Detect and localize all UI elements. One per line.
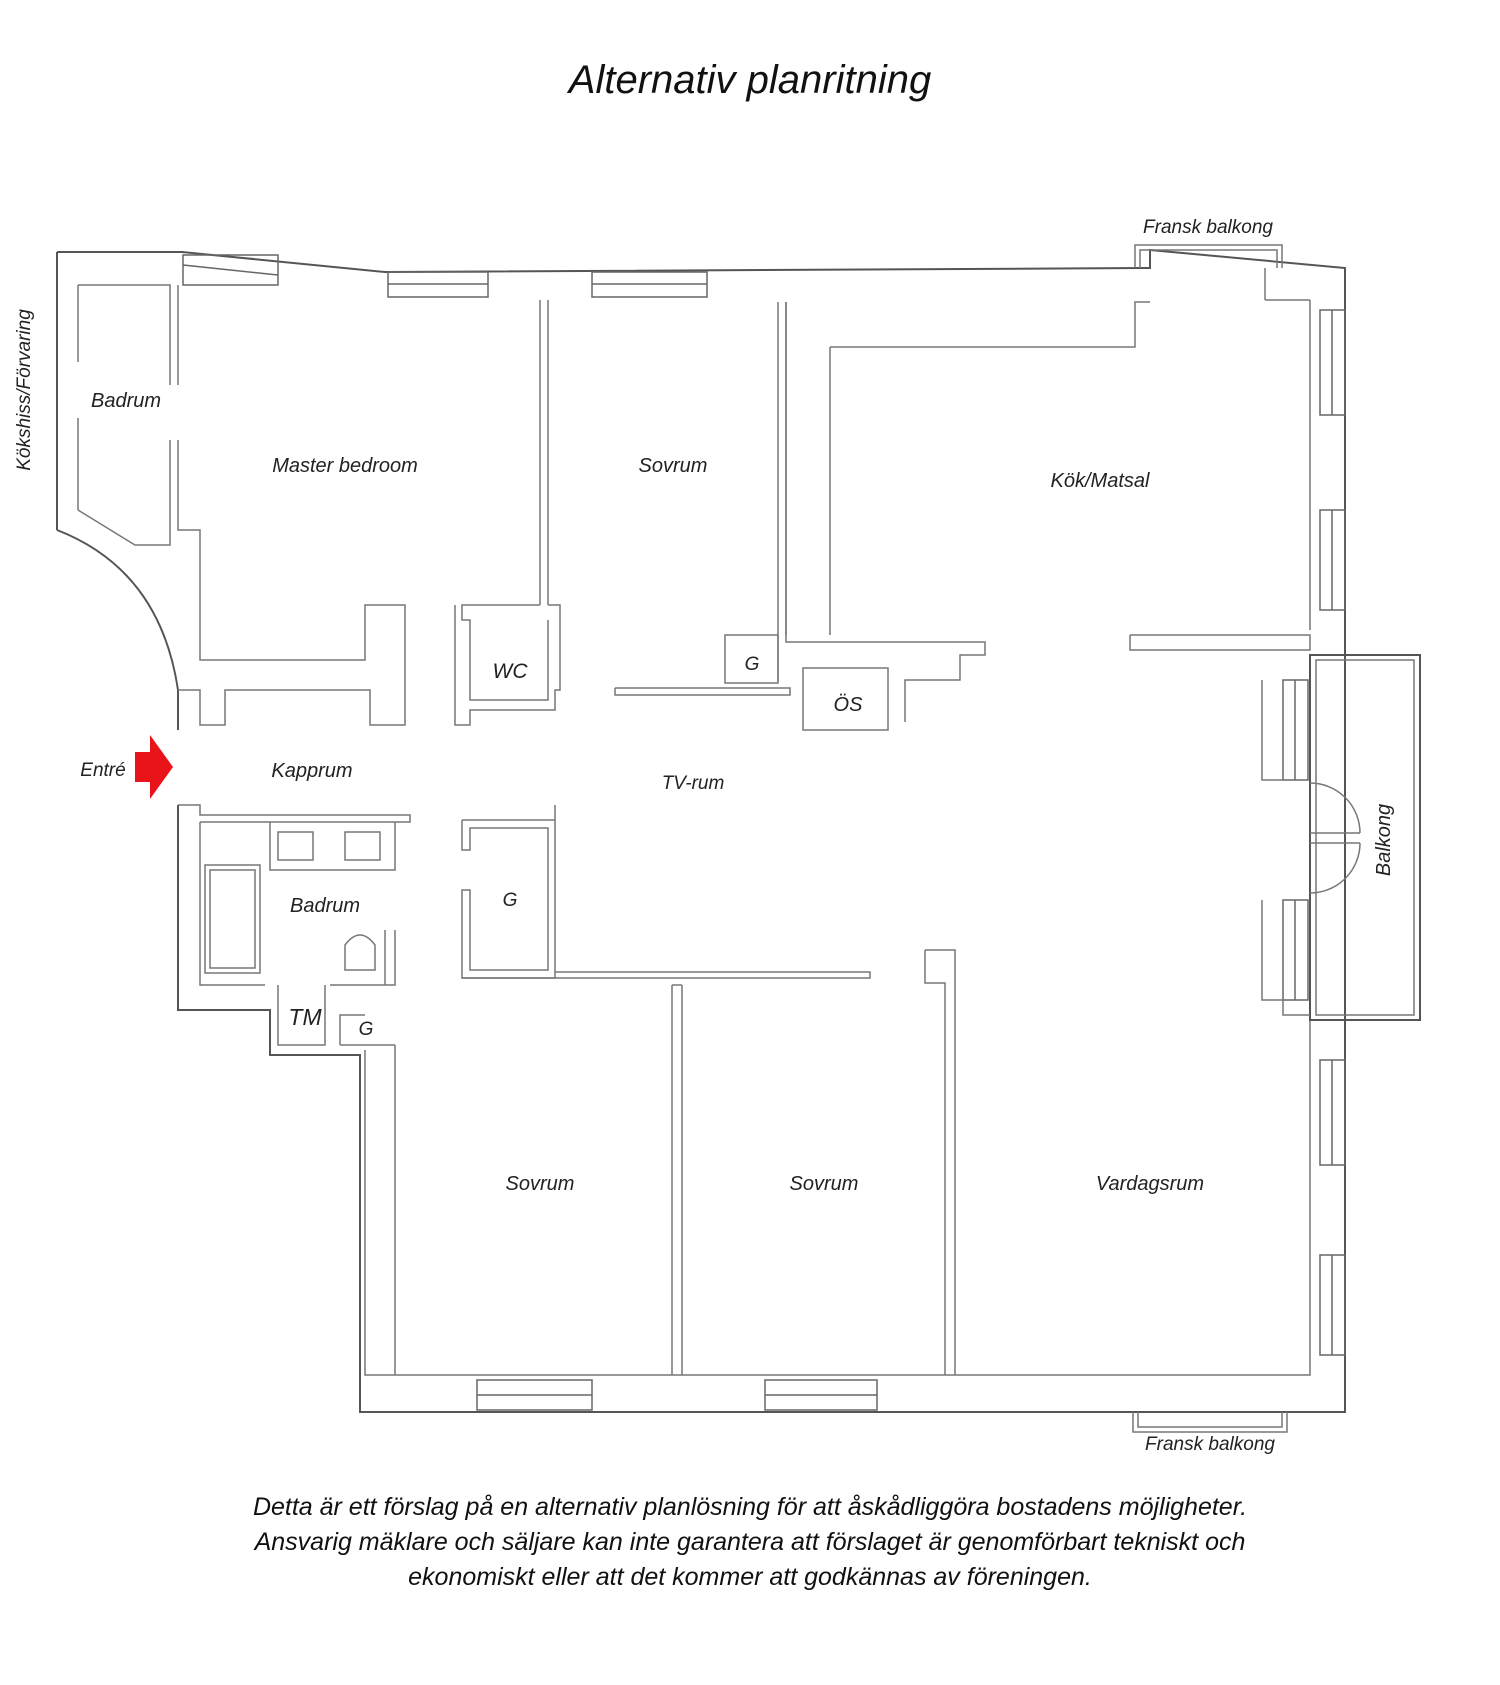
room-label-sovrum-mid: Sovrum xyxy=(790,1173,859,1195)
room-label-kapprum: Kapprum xyxy=(271,760,352,782)
balcony xyxy=(1309,654,1421,1021)
room-label-badrum-upper: Badrum xyxy=(91,390,161,412)
disclaimer-line-1: Detta är ett förslag på en alternativ pl… xyxy=(252,1493,1248,1521)
interior-walls xyxy=(77,268,1311,1375)
side-label: Kökshiss/Förvaring xyxy=(14,309,35,471)
room-label-wc: WC xyxy=(493,660,529,683)
room-label-os: ÖS xyxy=(834,694,864,716)
disclaimer-line-2: Ansvarig mäklare och säljare kan inte ga… xyxy=(254,1528,1246,1556)
outer-walls xyxy=(56,248,1346,1413)
room-label-badrum-lower: Badrum xyxy=(290,895,360,917)
room-label-g-top: G xyxy=(745,654,760,675)
room-label-tv-rum: TV-rum xyxy=(662,773,725,794)
room-label-tm: TM xyxy=(288,1004,322,1030)
disclaimer: Detta är ett förslag på en alternativ pl… xyxy=(150,1490,1350,1595)
fransk-balkong-bottom-label: Fransk balkong xyxy=(1145,1434,1275,1455)
room-label-sovrum-top: Sovrum xyxy=(639,455,708,477)
room-label-vardagsrum: Vardagsrum xyxy=(1096,1173,1204,1195)
entre-label: Entré xyxy=(80,760,125,781)
page-title: Alternativ planritning xyxy=(568,58,932,102)
windows xyxy=(182,254,1346,1411)
disclaimer-line-3: ekonomiskt eller att det kommer att godk… xyxy=(408,1563,1092,1591)
french-balcony-bottom xyxy=(1132,1412,1288,1433)
room-label-master-bedroom: Master bedroom xyxy=(272,455,418,477)
room-label-sovrum-left: Sovrum xyxy=(506,1173,575,1195)
french-balcony-top xyxy=(1134,244,1283,268)
room-label-kok-matsal: Kök/Matsal xyxy=(1051,470,1150,492)
fransk-balkong-top-label: Fransk balkong xyxy=(1143,217,1273,238)
room-label-g-low: G xyxy=(359,1019,374,1040)
room-label-balkong: Balkong xyxy=(1373,804,1395,876)
room-label-g-mid: G xyxy=(503,890,518,911)
entry-arrow xyxy=(135,735,173,799)
